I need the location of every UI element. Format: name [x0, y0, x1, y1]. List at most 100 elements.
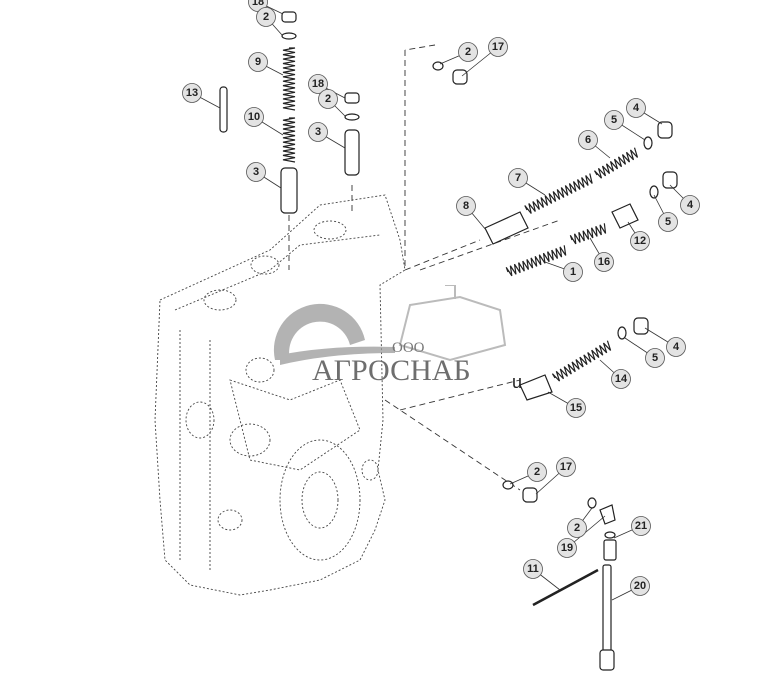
callout-circle: [458, 42, 478, 62]
callout-14: 14: [611, 369, 631, 389]
callout-label: 13: [186, 87, 198, 99]
spring: [505, 245, 567, 277]
callout-12: 12: [630, 231, 650, 251]
callout-circle: [182, 83, 202, 103]
callout-circle: [567, 518, 587, 538]
callout-label: 19: [561, 542, 573, 554]
callout-label: 3: [253, 166, 259, 178]
callout-8: 8: [456, 196, 476, 216]
callout-label: 17: [492, 41, 504, 53]
callout-20: 20: [630, 576, 650, 596]
agrosnab-logo-watermark: [273, 285, 507, 365]
callout-5: 5: [604, 110, 624, 130]
callout-label: 3: [315, 126, 321, 138]
springs: [282, 47, 639, 382]
spring: [282, 47, 296, 111]
callout-circle: [578, 130, 598, 150]
callout-label: 16: [598, 256, 610, 268]
callout-circle: [645, 348, 665, 368]
callout-label: 7: [515, 172, 521, 184]
callout-4: 4: [626, 98, 646, 118]
callout-5: 5: [658, 212, 678, 232]
callout-label: 4: [633, 102, 640, 114]
watermark-name: АГРОСНАБ: [312, 354, 471, 387]
callout-6: 6: [578, 130, 598, 150]
callout-label: 2: [465, 46, 471, 58]
callout-label: 17: [560, 461, 572, 473]
callout-circle: [308, 74, 328, 94]
callout-label: 10: [248, 111, 260, 123]
callout-label: 15: [570, 402, 582, 414]
spring: [569, 223, 607, 245]
callout-circle: [680, 195, 700, 215]
callout-circle: [563, 262, 583, 282]
callout-label: 2: [534, 466, 540, 478]
spring: [551, 340, 612, 382]
callout-label: 12: [634, 235, 646, 247]
assembly-lines: [288, 44, 561, 491]
callout-circle: [248, 52, 268, 72]
callout-label: 4: [673, 341, 680, 353]
callout-2: 2: [567, 518, 587, 538]
callout-label: 5: [652, 352, 658, 364]
callout-10: 10: [244, 107, 264, 127]
callout-label: 5: [611, 114, 617, 126]
callout-circle: [456, 196, 476, 216]
callout-circle: [566, 398, 586, 418]
callout-label: 21: [635, 520, 647, 532]
callout-11: 11: [523, 559, 543, 579]
callout-label: 5: [665, 216, 671, 228]
callout-circle: [594, 252, 614, 272]
callout-4: 4: [680, 195, 700, 215]
callout-label: 2: [325, 93, 331, 105]
callout-17: 17: [556, 457, 576, 477]
callout-2: 2: [527, 462, 547, 482]
callout-circle: [308, 122, 328, 142]
callout-5: 5: [645, 348, 665, 368]
callout-4: 4: [666, 337, 686, 357]
callout-label: 1: [570, 266, 576, 278]
callout-label: 8: [463, 200, 469, 212]
watermark-prefix: ООО: [392, 340, 425, 356]
callout-7: 7: [508, 168, 528, 188]
callout-2: 2: [256, 7, 276, 27]
callout-circle: [508, 168, 528, 188]
callout-circle: [244, 107, 264, 127]
callout-17: 17: [488, 37, 508, 57]
spring: [282, 117, 296, 163]
stray-text: u: [512, 372, 523, 392]
callout-circle: [658, 212, 678, 232]
callout-9: 9: [248, 52, 268, 72]
callout-1: 1: [563, 262, 583, 282]
callout-circle: [556, 457, 576, 477]
callout-label: 2: [263, 11, 269, 23]
callout-16: 16: [594, 252, 614, 272]
callout-circle: [604, 110, 624, 130]
callout-circle: [666, 337, 686, 357]
callout-19: 19: [557, 538, 577, 558]
callout-label: 11: [527, 563, 539, 575]
callout-circle: [611, 369, 631, 389]
callout-circle: [256, 7, 276, 27]
callout-3: 3: [246, 162, 266, 182]
callout-21: 21: [631, 516, 651, 536]
callout-circle: [527, 462, 547, 482]
callout-13: 13: [182, 83, 202, 103]
callout-label: 18: [312, 78, 324, 90]
callout-15: 15: [566, 398, 586, 418]
callout-label: 20: [634, 580, 646, 592]
spring: [593, 147, 639, 179]
callout-circle: [318, 89, 338, 109]
callout-circle: [488, 37, 508, 57]
spring: [524, 173, 593, 214]
callout-circle: [246, 162, 266, 182]
callout-circle: [626, 98, 646, 118]
valve-housing: [154, 194, 406, 596]
callout-label: 18: [252, 0, 264, 8]
callout-label: 9: [255, 56, 261, 68]
callout-label: 4: [687, 199, 694, 211]
callout-circle: [630, 231, 650, 251]
callout-2: 2: [318, 89, 338, 109]
